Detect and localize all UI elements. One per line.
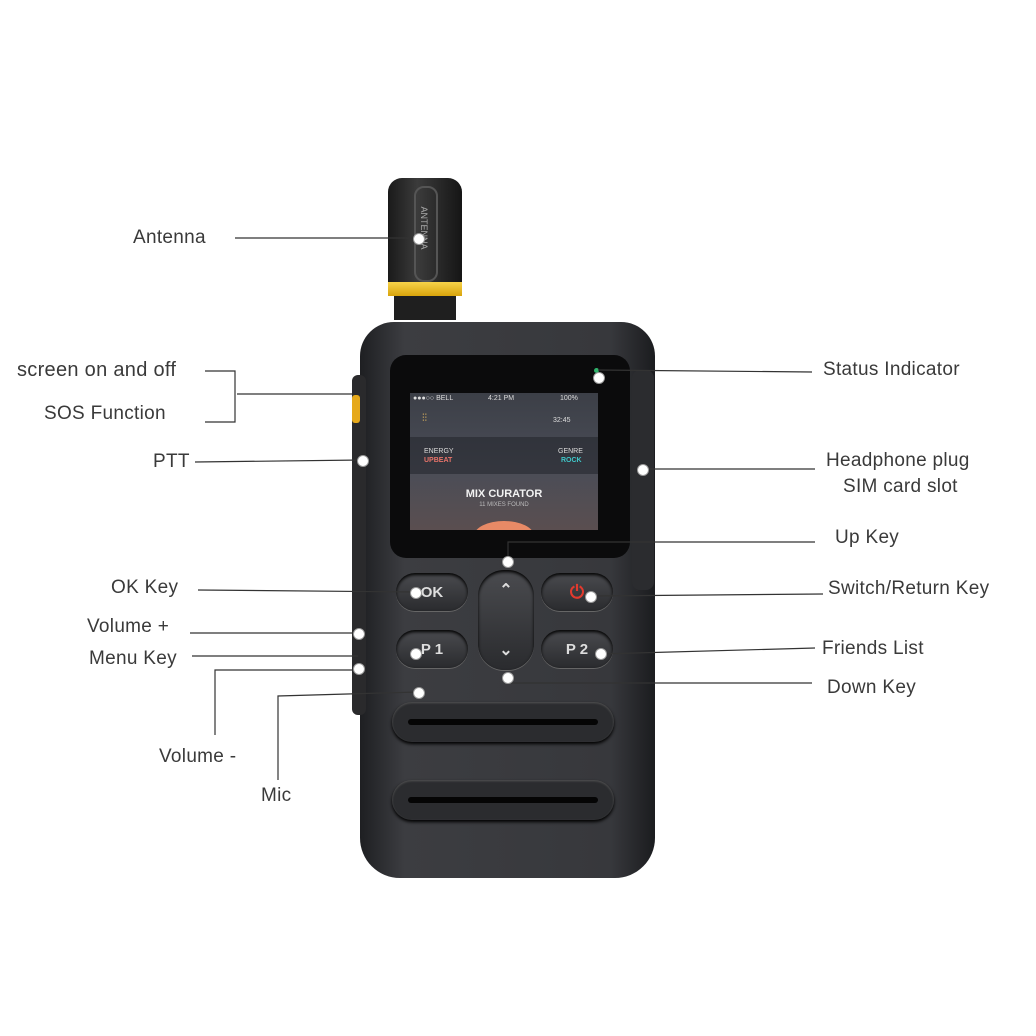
- screen-timer: 32:45: [553, 417, 571, 424]
- speaker-grille-top: [392, 702, 614, 742]
- label-sos: SOS Function: [44, 403, 166, 424]
- label-menu-key: Menu Key: [89, 648, 177, 669]
- down-marker: [502, 672, 514, 684]
- sos-button[interactable]: [352, 395, 360, 423]
- p1-marker: [410, 648, 422, 660]
- label-sim-slot: SIM card slot: [843, 476, 958, 497]
- switch-return-key[interactable]: ⏻: [541, 573, 613, 611]
- side-cover: [632, 370, 654, 590]
- up-down-rocker[interactable]: ⌃ ⌄: [478, 570, 534, 670]
- mic-marker: [413, 687, 425, 699]
- label-volume-minus: Volume -: [159, 746, 237, 767]
- label-up-key: Up Key: [835, 527, 900, 548]
- screen-energy-value: UPBEAT: [424, 457, 453, 464]
- down-arrow-icon: ⌄: [499, 642, 513, 659]
- screen-carrier: ●●●○○ BELL: [413, 395, 454, 402]
- up-marker: [502, 556, 514, 568]
- label-switch-return: Switch/Return Key: [828, 578, 990, 599]
- equalizer-icon: ⫶⫶: [422, 413, 427, 424]
- screen-genre-value: ROCK: [561, 457, 582, 464]
- ptt-marker: [357, 455, 369, 467]
- up-arrow-icon: ⌃: [499, 582, 513, 599]
- screen-time: 4:21 PM: [488, 395, 515, 402]
- switch-marker: [585, 591, 597, 603]
- antenna-marker: [413, 233, 425, 245]
- volume-plus-marker: [353, 628, 365, 640]
- label-screen-on-off: screen on and off: [17, 359, 177, 381]
- screen-battery: 100%: [560, 395, 578, 402]
- label-status-indicator: Status Indicator: [823, 359, 960, 380]
- menu-marker: [353, 663, 365, 675]
- status-marker: [593, 372, 605, 384]
- p2-marker: [595, 648, 607, 660]
- label-ptt: PTT: [153, 451, 190, 472]
- screen-subtitle: 11 MIXES FOUND: [479, 502, 529, 508]
- ok-marker: [410, 587, 422, 599]
- screen-energy-label: ENERGY: [424, 448, 454, 455]
- headphone-marker: [637, 464, 649, 476]
- label-antenna: Antenna: [133, 227, 206, 248]
- screen-title: MIX CURATOR: [465, 488, 543, 500]
- screen-genre-label: GENRE: [558, 448, 583, 455]
- antenna-base: [394, 296, 456, 320]
- screen-display: ●●●○○ BELL 4:21 PM 100% 32:45 ⫶⫶ ENERGY …: [410, 393, 598, 530]
- label-volume-plus: Volume +: [87, 616, 170, 637]
- label-mic: Mic: [261, 785, 292, 806]
- speaker-grille-bottom: [392, 780, 614, 820]
- status-led: [594, 368, 599, 373]
- p1-key[interactable]: P 1: [396, 630, 468, 668]
- label-ok-key: OK Key: [111, 577, 179, 598]
- antenna-band: [388, 282, 462, 296]
- label-down-key: Down Key: [827, 677, 916, 698]
- label-headphone-plug: Headphone plug: [826, 450, 970, 471]
- label-friends-list: Friends List: [822, 638, 924, 659]
